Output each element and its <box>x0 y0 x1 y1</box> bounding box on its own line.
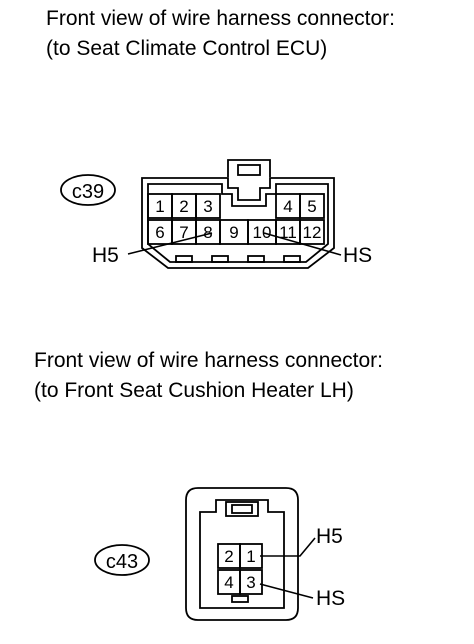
pin-6: 6 <box>155 223 164 242</box>
bottom-connector-caption: Front view of wire harness connector: (t… <box>34 346 383 406</box>
pin-4: 4 <box>283 197 292 216</box>
bottom-caption-line-2: (to Front Seat Cushion Heater LH) <box>34 379 354 402</box>
top-caption-line-1: Front view of wire harness connector: <box>46 7 395 30</box>
pin-11: 11 <box>279 223 297 242</box>
pin-2: 2 <box>179 197 188 216</box>
top-connector-caption: Front view of wire harness connector: (t… <box>46 4 395 64</box>
top-label-h5: H5 <box>92 244 119 267</box>
bottom-connector-body <box>185 487 299 621</box>
bottom-connector-id: c43 <box>106 551 138 573</box>
bottom-label-h5: H5 <box>316 525 343 548</box>
top-connector-id-badge: c39 <box>60 174 116 206</box>
bottom-pin-numbers: 2 1 4 3 <box>224 547 255 592</box>
pin-2: 2 <box>224 547 233 566</box>
pin-10: 10 <box>253 223 272 242</box>
top-label-hs: HS <box>343 244 372 267</box>
pin-1: 1 <box>246 547 255 566</box>
pin-3: 3 <box>246 573 255 592</box>
bottom-label-hs: HS <box>316 587 345 610</box>
pin-7: 7 <box>179 223 188 242</box>
pin-8: 8 <box>203 223 212 242</box>
top-connector-id: c39 <box>72 181 104 203</box>
pin-4: 4 <box>224 573 233 592</box>
bottom-connector-id-badge: c43 <box>94 544 150 576</box>
bottom-leader-lines <box>259 537 316 599</box>
top-connector-body <box>141 159 335 269</box>
pin-9: 9 <box>229 223 238 242</box>
top-caption-line-2: (to Seat Climate Control ECU) <box>46 37 328 60</box>
pin-12: 12 <box>303 223 322 242</box>
bottom-caption-line-1: Front view of wire harness connector: <box>34 349 383 372</box>
pin-1: 1 <box>155 197 164 216</box>
top-pin-numbers: 1 2 3 4 5 6 7 8 9 10 11 12 <box>155 197 321 242</box>
pin-5: 5 <box>307 197 316 216</box>
top-leader-lines <box>127 232 342 256</box>
pin-3: 3 <box>203 197 212 216</box>
